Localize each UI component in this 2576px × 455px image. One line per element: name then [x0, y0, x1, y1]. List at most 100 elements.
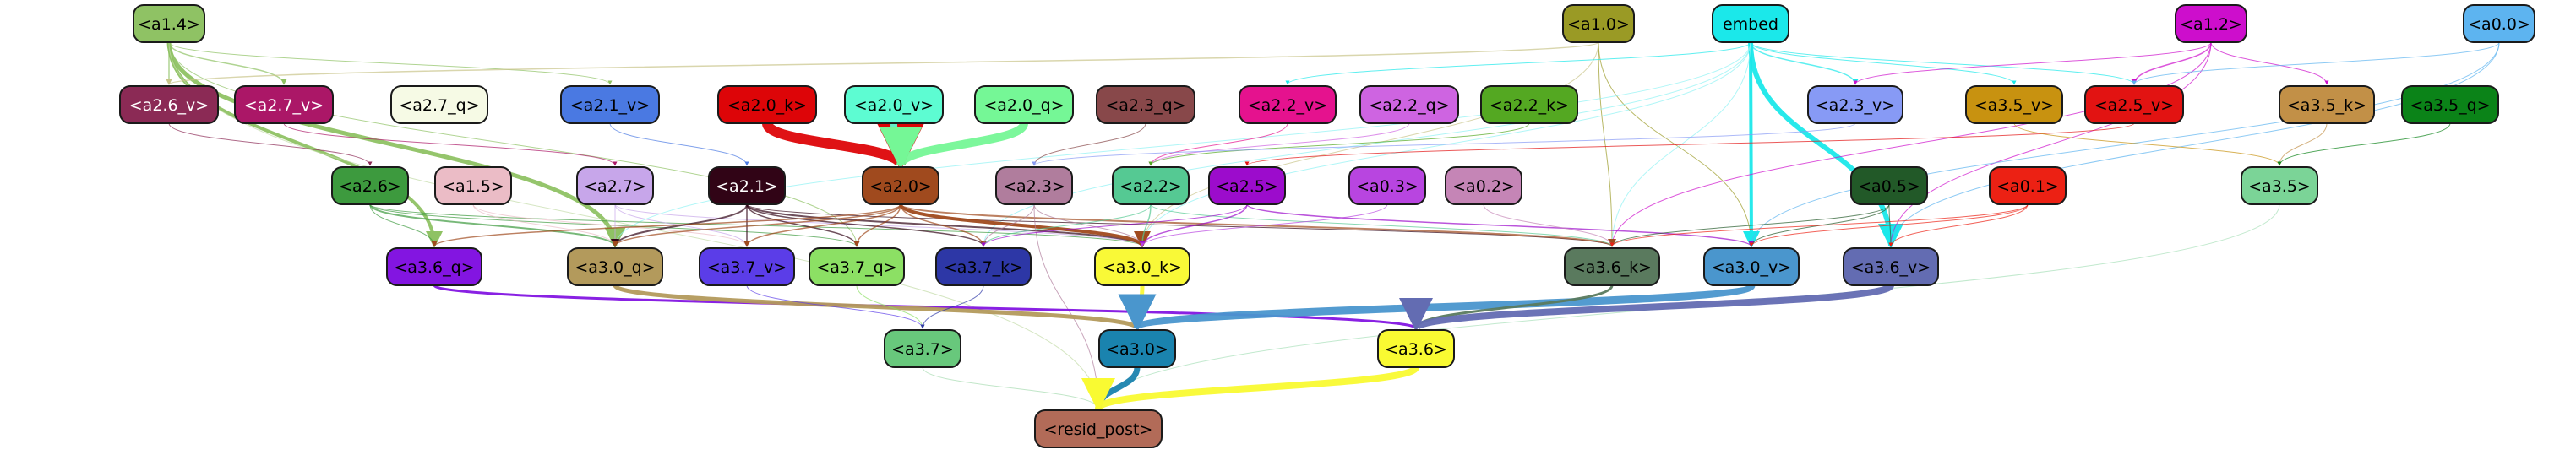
node-a3-7-q[interactable]: <a3.7_q> — [809, 247, 905, 286]
edge — [1750, 41, 2137, 85]
edge-a3.7_k-to-a3.7 — [920, 284, 984, 329]
edge — [1609, 41, 2212, 247]
node-label: <a3.0_k> — [1103, 258, 1182, 277]
edge — [1853, 41, 2212, 85]
node-label: <a1.5> — [442, 177, 504, 196]
node-label: <a2.5> — [1216, 177, 1278, 196]
edge — [1033, 203, 1145, 247]
edge — [1119, 281, 1756, 333]
node-a2-6[interactable]: <a2.6> — [331, 166, 409, 205]
node-a1-0[interactable]: <a1.0> — [1562, 4, 1635, 43]
node-a3-5-v[interactable]: <a3.5_v> — [1965, 85, 2063, 124]
node-box — [119, 85, 219, 124]
node-box — [1712, 4, 1789, 43]
node-a2-5[interactable]: <a2.5> — [1208, 166, 1286, 205]
edge-a3.7_v-to-a3.7 — [746, 284, 925, 329]
edge — [472, 203, 749, 247]
node-label: <a3.6_q> — [394, 258, 474, 277]
node-a2-0-k[interactable]: <a2.0_k> — [717, 85, 817, 124]
node-a2-2-v[interactable]: <a2.2_v> — [1239, 85, 1337, 124]
node-box — [2175, 4, 2247, 43]
edge — [746, 284, 925, 329]
edge — [1749, 41, 2500, 247]
node-a1-4[interactable]: <a1.4> — [133, 4, 205, 43]
node-box — [331, 166, 409, 205]
edge-a2.0_q-to-a2.0 — [880, 122, 1028, 170]
node-a2-0[interactable]: <a2.0> — [862, 166, 939, 205]
node-a2-3-q[interactable]: <a2.3_q> — [1096, 85, 1195, 124]
node-a2-1[interactable]: <a2.1> — [708, 166, 786, 205]
node-a3-6[interactable]: <a3.6> — [1377, 329, 1455, 368]
edge — [746, 203, 987, 247]
node-label: <a2.1> — [716, 177, 778, 196]
node-a3-7-v[interactable]: <a3.7_v> — [699, 247, 795, 286]
node-a2-2-q[interactable]: <a2.2_q> — [1359, 85, 1459, 124]
edge-a2.6_v-to-a2.6 — [168, 122, 373, 166]
node-a2-3[interactable]: <a2.3> — [995, 166, 1073, 205]
node-a0-2[interactable]: <a0.2> — [1445, 166, 1522, 205]
node-a2-7[interactable]: <a2.7> — [576, 166, 654, 205]
node-box — [1348, 166, 1426, 205]
node-embed[interactable]: embed — [1712, 4, 1789, 43]
node-a2-7-v[interactable]: <a2.7_v> — [234, 85, 334, 124]
node-a3-5-k[interactable]: <a3.5_k> — [2279, 85, 2375, 124]
node-label: <a3.5_q> — [2410, 96, 2490, 115]
node-a0-0[interactable]: <a0.0> — [2463, 4, 2535, 43]
node-a3-6-k[interactable]: <a3.6_k> — [1564, 247, 1660, 286]
edge — [1081, 365, 1419, 412]
edge-a2.0-to-a3.7_v — [743, 203, 901, 247]
edge — [1139, 203, 1248, 247]
node-a2-3-v[interactable]: <a2.3_v> — [1807, 85, 1903, 124]
node-a3-0[interactable]: <a3.0> — [1098, 329, 1176, 368]
node-a3-5-q[interactable]: <a3.5_q> — [2401, 85, 2499, 124]
edge-a3.5_q-to-a3.5 — [2277, 122, 2451, 166]
node-box — [567, 247, 663, 286]
edge — [1148, 122, 1530, 166]
edge-a3.7-to-resid_post — [922, 366, 1101, 409]
node-label: <a0.5> — [1858, 177, 1920, 196]
edge — [2013, 122, 2282, 166]
node-a2-0-q[interactable]: <a2.0_q> — [974, 85, 1074, 124]
node-a2-7-q[interactable]: <a2.7_q> — [390, 85, 488, 124]
node-a3-0-q[interactable]: <a3.0_q> — [567, 247, 663, 286]
node-a3-5[interactable]: <a3.5> — [2241, 166, 2318, 205]
node-a2-6-v[interactable]: <a2.6_v> — [119, 85, 219, 124]
node-a2-2-k[interactable]: <a2.2_k> — [1480, 85, 1578, 124]
edge — [283, 122, 618, 166]
node-label: <a0.2> — [1452, 177, 1515, 196]
node-label: <a0.1> — [1996, 177, 2059, 196]
node-a0-1[interactable]: <a0.1> — [1989, 166, 2067, 205]
node-label: <a2.2_k> — [1490, 96, 1569, 115]
edge — [1140, 41, 1599, 247]
node-box — [1703, 247, 1800, 286]
node-a2-1-v[interactable]: <a2.1_v> — [560, 85, 660, 124]
node-resid-post[interactable]: <resid_post> — [1034, 409, 1163, 448]
edge-a2.0-to-a3.7_q — [853, 203, 901, 247]
edge — [369, 203, 437, 247]
node-box — [974, 85, 1074, 124]
edge — [856, 284, 925, 329]
node-label: <a3.5_v> — [1974, 96, 2054, 115]
node-a2-5-v[interactable]: <a2.5_v> — [2084, 85, 2184, 124]
node-a1-2[interactable]: <a1.2> — [2175, 4, 2247, 43]
node-label: <a2.6_v> — [129, 96, 209, 115]
node-a2-0-v[interactable]: <a2.0_v> — [844, 85, 944, 124]
node-a3-6-q[interactable]: <a3.6_q> — [386, 247, 482, 286]
edge — [1150, 203, 1615, 247]
node-a1-5[interactable]: <a1.5> — [434, 166, 512, 205]
edge — [1483, 203, 1615, 247]
edge — [2277, 122, 2451, 166]
node-label: <a3.5_k> — [2287, 96, 2366, 115]
edge-embed-to-a3.5_v — [1750, 41, 2017, 85]
node-a3-0-k[interactable]: <a3.0_k> — [1094, 247, 1190, 286]
node-a2-2[interactable]: <a2.2> — [1112, 166, 1190, 205]
node-a3-7[interactable]: <a3.7> — [884, 329, 961, 368]
node-label: <a3.6_v> — [1851, 258, 1931, 277]
node-a3-0-v[interactable]: <a3.0_v> — [1703, 247, 1800, 286]
edge-a1.2-to-a3.5_k — [2210, 41, 2329, 85]
node-a3-6-v[interactable]: <a3.6_v> — [1843, 247, 1939, 286]
node-a3-7-k[interactable]: <a3.7_k> — [935, 247, 1032, 286]
edge-a0.1-to-a3.0_v — [1749, 203, 2029, 247]
node-a0-3[interactable]: <a0.3> — [1348, 166, 1426, 205]
node-a0-5[interactable]: <a0.5> — [1850, 166, 1928, 205]
